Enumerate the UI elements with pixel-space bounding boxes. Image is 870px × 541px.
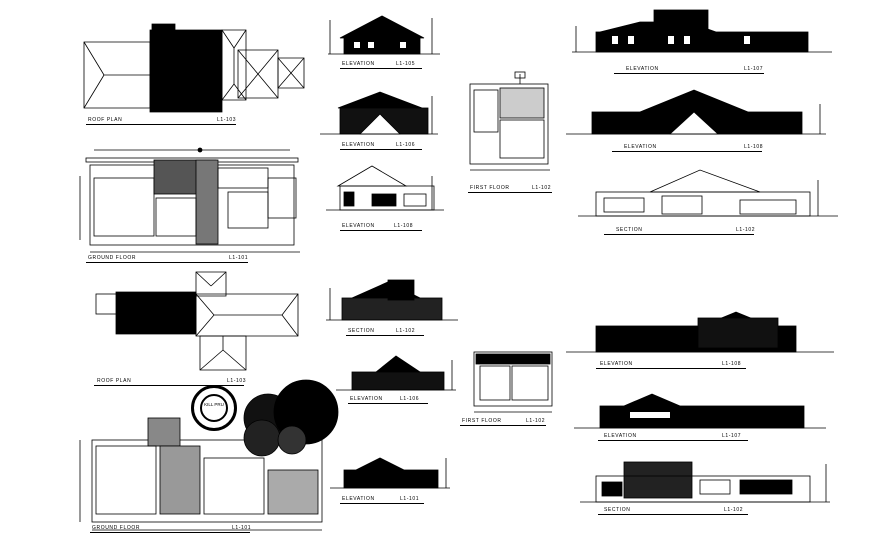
label-first-floor-1-code: L1-102: [532, 185, 552, 191]
label-section-b-code: L1-102: [736, 227, 756, 233]
label-roof-plan-1-code: L1-103: [217, 117, 237, 123]
elevation-g: [566, 89, 826, 135]
label-elevation-b-code: L1-106: [396, 142, 416, 148]
ground-floor-plan-2: [79, 417, 323, 531]
label-section-c-code: L1-102: [724, 507, 744, 513]
rule: [90, 532, 250, 533]
label-first-floor-1: FIRST FLOOR: [470, 185, 510, 191]
label-elevation-f: ELEVATION: [626, 66, 659, 72]
elevation-f: [572, 9, 832, 53]
first-floor-plan-1: [469, 71, 550, 171]
roof-plan-1: [83, 23, 305, 113]
rule: [612, 151, 762, 152]
label-section-b: SECTION: [616, 227, 643, 233]
label-elevation-b: ELEVATION: [342, 142, 375, 148]
label-elevation-g: ELEVATION: [624, 144, 657, 150]
elevation-i: [574, 393, 826, 429]
label-elevation-h: ELEVATION: [600, 361, 633, 367]
label-first-floor-2: FIRST FLOOR: [462, 418, 502, 424]
label-elevation-c: ELEVATION: [342, 223, 375, 229]
label-elevation-e-code: L1-101: [400, 496, 420, 502]
rule: [340, 68, 422, 69]
rule: [340, 503, 424, 504]
elevation-a: [328, 15, 440, 55]
elevation-e: [330, 457, 450, 489]
elevation-d: [336, 355, 456, 391]
rule: [596, 368, 746, 369]
label-ground-floor-1-code: L1-101: [229, 255, 249, 261]
rule: [86, 124, 236, 125]
section-a-drawing: [326, 279, 458, 321]
label-elevation-i: ELEVATION: [604, 433, 637, 439]
label-elevation-g-code: L1-108: [744, 144, 764, 150]
rule: [598, 440, 748, 441]
label-elevation-d: ELEVATION: [350, 396, 383, 402]
label-section-c: SECTION: [604, 507, 631, 513]
elevation-c: [326, 165, 444, 211]
ground-floor-plan-1: [79, 147, 300, 253]
section-c-drawing: [580, 461, 830, 503]
elevation-h: [566, 311, 834, 353]
elevation-b: [320, 91, 438, 135]
label-roof-plan-2: ROOF PLAN: [97, 378, 132, 384]
label-elevation-a-code: L1-105: [396, 61, 416, 67]
first-floor-plan-2: [473, 351, 553, 413]
label-section-a: SECTION: [348, 328, 375, 334]
section-b-drawing: [578, 169, 838, 217]
rule: [604, 234, 754, 235]
rule: [614, 73, 764, 74]
label-elevation-e: ELEVATION: [342, 496, 375, 502]
rule: [346, 335, 424, 336]
rule: [86, 262, 248, 263]
label-section-a-code: L1-102: [396, 328, 416, 334]
label-first-floor-2-code: L1-102: [526, 418, 546, 424]
rule: [348, 403, 428, 404]
label-roof-plan-1: ROOF PLAN: [88, 117, 123, 123]
label-elevation-i-code: L1-107: [722, 433, 742, 439]
label-elevation-f-code: L1-107: [744, 66, 764, 72]
rule: [598, 514, 748, 515]
tree-canopy: [243, 379, 339, 457]
label-ground-floor-1: GROUND FLOOR: [88, 255, 137, 261]
label-elevation-d-code: L1-106: [400, 396, 420, 402]
rule: [340, 149, 422, 150]
stamp-badge-text: KILL PRU: [200, 394, 228, 422]
rule: [468, 192, 552, 193]
label-ground-floor-2-code: L1-101: [232, 525, 252, 531]
rule: [340, 230, 422, 231]
label-elevation-c-code: L1-108: [394, 223, 414, 229]
label-elevation-h-code: L1-108: [722, 361, 742, 367]
label-roof-plan-2-code: L1-103: [227, 378, 247, 384]
roof-plan-2: [95, 271, 299, 371]
stamp-badge: KILL PRU: [191, 385, 237, 431]
rule: [460, 425, 546, 426]
rule: [94, 385, 244, 386]
label-elevation-a: ELEVATION: [342, 61, 375, 67]
label-ground-floor-2: GROUND FLOOR: [92, 525, 141, 531]
